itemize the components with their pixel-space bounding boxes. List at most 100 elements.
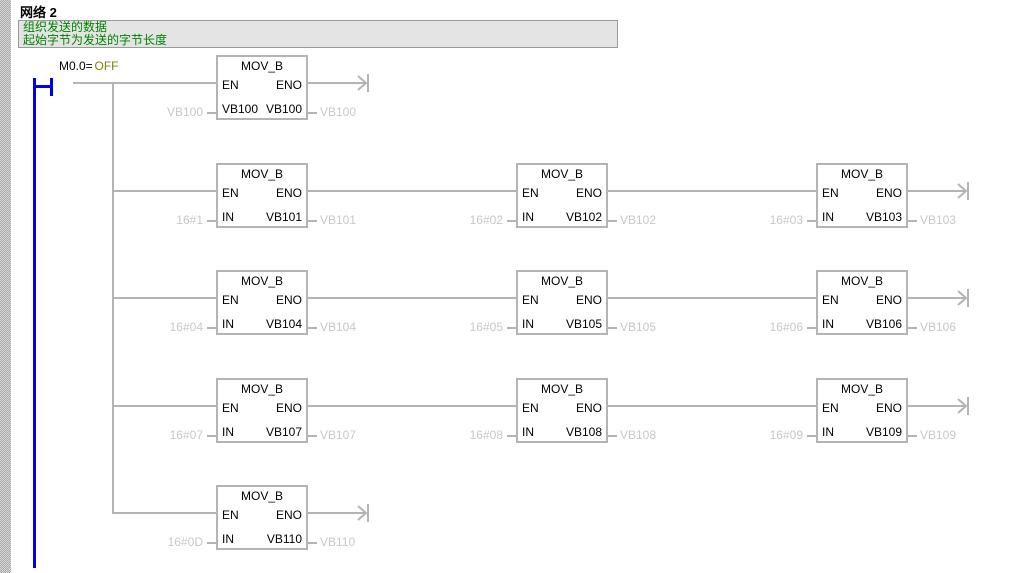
contact-wire	[33, 85, 50, 88]
en-feed-wire	[112, 82, 216, 84]
function-block-eno-pin: ENO	[275, 78, 302, 92]
out-operand-value: VB106	[920, 320, 957, 334]
function-block-en-pin: EN	[222, 508, 239, 522]
in-operand-value: 16#02	[469, 213, 503, 227]
network-number: 2	[49, 5, 57, 20]
function-block-out-pin: VB104	[265, 317, 302, 331]
function-block-out-pin: VB103	[865, 210, 902, 224]
function-block-eno-pin: ENO	[275, 186, 302, 200]
function-block-en-pin: EN	[222, 78, 239, 92]
eno-tail-wire	[908, 190, 953, 192]
function-block-title: MOV_B	[240, 274, 283, 288]
function-block-eno-pin: ENO	[275, 401, 302, 415]
out-operand-value: VB101	[320, 213, 357, 227]
out-operand-stub	[608, 327, 617, 329]
en-feed-wire	[112, 297, 216, 299]
in-operand-value: 16#04	[169, 320, 203, 334]
out-operand-value: VB109	[920, 428, 957, 442]
function-block-title: MOV_B	[240, 59, 283, 73]
output-terminator-arrow-icon	[353, 504, 369, 522]
function-block-eno-pin: ENO	[575, 186, 602, 200]
out-operand-stub	[308, 220, 317, 222]
function-block-out-pin: VB102	[565, 210, 602, 224]
eno-link-wire	[608, 190, 816, 192]
contact-address-label: M0.0=	[59, 59, 93, 73]
function-block-title: MOV_B	[540, 382, 583, 396]
function-block-out-pin: VB101	[265, 210, 302, 224]
en-feed-wire	[112, 512, 216, 514]
in-operand-stub	[507, 435, 516, 437]
function-block-eno-pin: ENO	[875, 186, 902, 200]
out-operand-value: VB110	[320, 535, 356, 549]
in-operand-stub	[207, 435, 216, 437]
function-block-out-pin: VB100	[265, 102, 302, 116]
function-block-title: MOV_B	[240, 489, 283, 503]
network-title: 网络 2	[20, 2, 57, 21]
in-operand-value: 16#08	[469, 428, 503, 442]
out-operand-value: VB107	[320, 428, 357, 442]
function-block-en-pin: EN	[222, 401, 239, 415]
output-terminator-arrow-icon	[353, 74, 369, 92]
function-block-en-pin: EN	[522, 186, 539, 200]
function-block-eno-pin: ENO	[575, 401, 602, 415]
out-operand-value: VB105	[620, 320, 657, 334]
network-comment-line-2: 起始字节为发送的字节长度	[23, 33, 168, 47]
in-operand-value: VB100	[166, 105, 203, 119]
contact-state-label: OFF	[94, 59, 119, 73]
in-operand-value: 16#07	[169, 428, 203, 442]
out-operand-stub	[308, 435, 317, 437]
out-operand-value: VB103	[920, 213, 957, 227]
in-operand-stub	[207, 327, 216, 329]
function-block-in-pin: IN	[522, 210, 534, 224]
function-block-title: MOV_B	[840, 274, 883, 288]
in-operand-value: 16#0D	[167, 535, 203, 549]
function-block-title: MOV_B	[840, 167, 883, 181]
out-operand-stub	[308, 327, 317, 329]
function-block-out-pin: VB110	[266, 532, 302, 546]
out-operand-value: VB104	[320, 320, 357, 334]
in-operand-value: 16#05	[469, 320, 503, 334]
in-operand-value: 16#03	[769, 213, 803, 227]
en-feed-wire	[112, 190, 216, 192]
out-operand-value: VB108	[620, 428, 657, 442]
network-comment-box[interactable]: 组织发送的数据 起始字节为发送的字节长度	[18, 20, 618, 48]
function-block-in-pin: VB100	[222, 102, 259, 116]
function-block-eno-pin: ENO	[875, 293, 902, 307]
power-rail	[33, 78, 36, 568]
contact-bar-right[interactable]	[50, 78, 53, 96]
eno-tail-wire	[308, 82, 353, 84]
function-block-in-pin: IN	[822, 317, 834, 331]
in-operand-value: 16#1	[176, 213, 203, 227]
in-operand-value: 16#09	[769, 428, 803, 442]
function-block-en-pin: EN	[222, 186, 239, 200]
eno-link-wire	[308, 190, 516, 192]
function-block-title: MOV_B	[540, 274, 583, 288]
function-block-in-pin: IN	[522, 317, 534, 331]
function-block-out-pin: VB105	[565, 317, 602, 331]
function-block-title: MOV_B	[240, 382, 283, 396]
network-comment-line-1: 组织发送的数据	[23, 20, 108, 34]
out-operand-value: VB100	[320, 105, 357, 119]
function-block-in-pin: IN	[522, 425, 534, 439]
function-block-eno-pin: ENO	[875, 401, 902, 415]
function-block-out-pin: VB107	[265, 425, 302, 439]
function-block-in-pin: IN	[222, 532, 234, 546]
function-block-en-pin: EN	[822, 293, 839, 307]
function-block-out-pin: VB109	[865, 425, 902, 439]
eno-tail-wire	[908, 297, 953, 299]
out-operand-stub	[908, 435, 917, 437]
out-operand-stub	[308, 112, 317, 114]
function-block-en-pin: EN	[822, 401, 839, 415]
